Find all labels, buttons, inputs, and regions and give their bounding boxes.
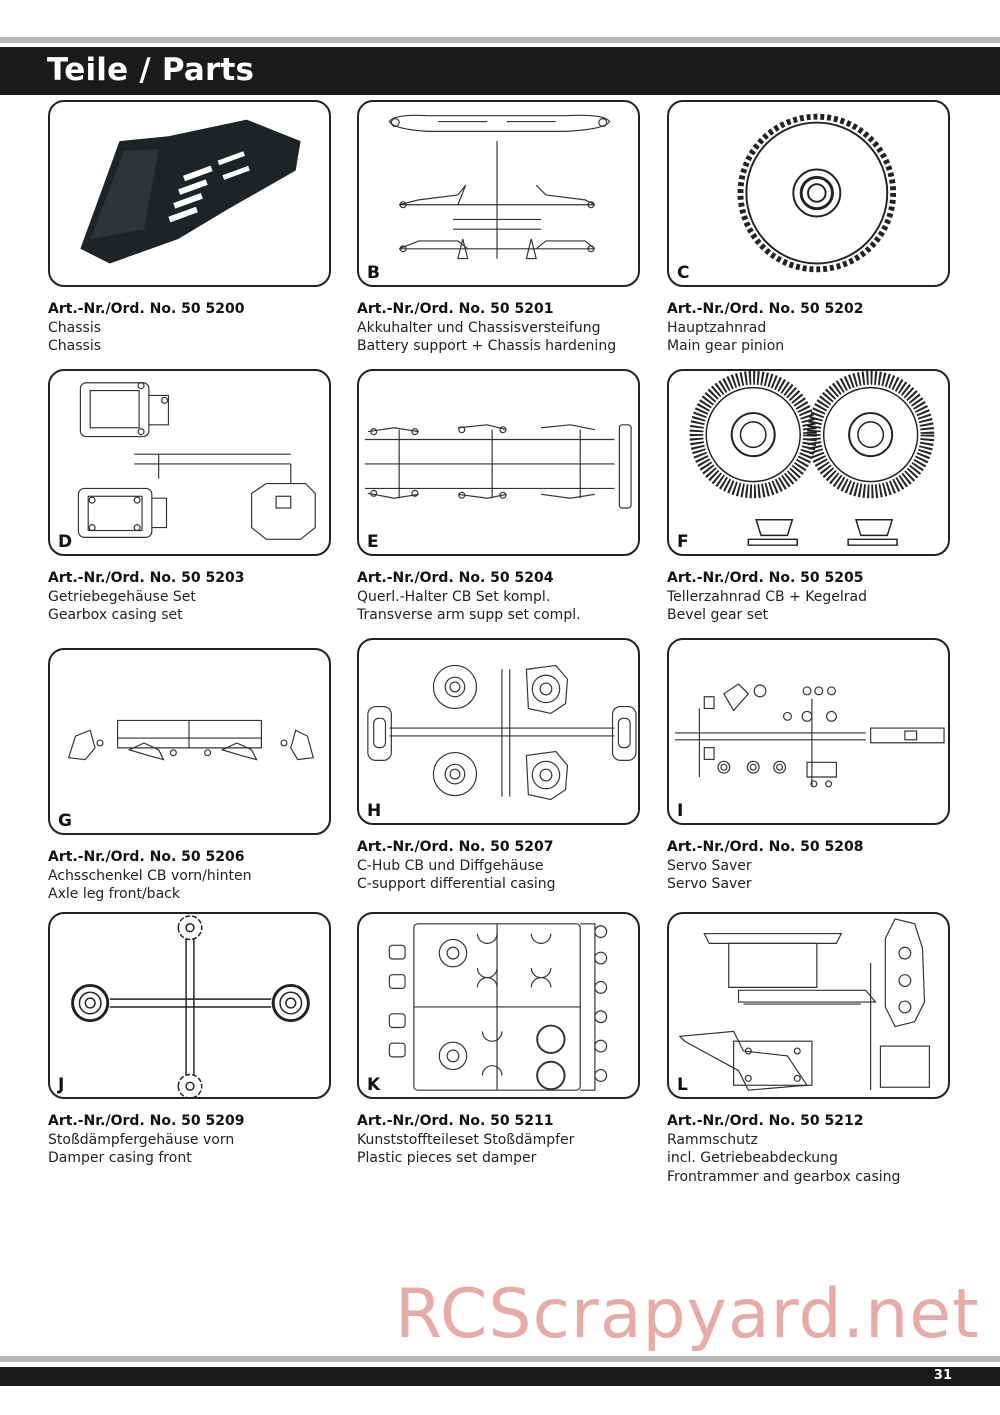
description-en: Damper casing front	[48, 1150, 192, 1166]
watermark: RCScrapyard.net	[395, 1275, 980, 1354]
part-letter: I	[677, 801, 684, 821]
description-en: incl. Getriebeabdeckung	[667, 1150, 838, 1166]
part-caption-frontrammer: Art.-Nr./Ord. No. 50 5212 Rammschutz inc…	[667, 1112, 957, 1186]
part-card-chassis[interactable]	[48, 100, 331, 287]
page-footer	[0, 1367, 1000, 1386]
order-number: Art.-Nr./Ord. No. 50 5203	[48, 570, 245, 586]
main-gear-drawing	[737, 113, 897, 273]
part-letter: L	[677, 1075, 688, 1095]
part-letter: G	[58, 811, 72, 831]
description-en: Servo Saver	[667, 876, 752, 892]
order-number: Art.-Nr./Ord. No. 50 5202	[667, 301, 864, 317]
part-caption-gearbox-casing: Art.-Nr./Ord. No. 50 5203 Getriebegehäus…	[48, 569, 338, 625]
description-de: Tellerzahnrad CB + Kegelrad	[667, 588, 867, 605]
description-de: Akkuhalter und Chassisversteifung	[357, 319, 601, 336]
description-en: Plastic pieces set damper	[357, 1150, 537, 1166]
part-caption-damper-casing: Art.-Nr./Ord. No. 50 5209 Stoßdämpfergeh…	[48, 1112, 338, 1168]
servo-saver-drawing	[674, 683, 945, 788]
part-card-battery-support[interactable]: B	[357, 100, 640, 287]
part-card-bevel-gear[interactable]: F	[667, 369, 950, 556]
part-letter: C	[677, 263, 690, 283]
part-caption-c-hub: Art.-Nr./Ord. No. 50 5207 C-Hub CB und D…	[357, 838, 647, 894]
order-number: Art.-Nr./Ord. No. 50 5200	[48, 301, 245, 317]
description-de: Servo Saver	[667, 857, 752, 874]
description-en: Main gear pinion	[667, 338, 785, 354]
part-letter: H	[367, 801, 382, 821]
description-en: Bevel gear set	[667, 607, 769, 623]
description-de: Querl.-Halter CB Set kompl.	[357, 588, 551, 605]
description-de: Chassis	[48, 319, 101, 336]
gearbox-casing-drawing	[77, 382, 316, 540]
order-number: Art.-Nr./Ord. No. 50 5209	[48, 1113, 245, 1129]
chassis-drawing	[80, 119, 301, 264]
part-caption-main-gear: Art.-Nr./Ord. No. 50 5202 Hauptzahnrad M…	[667, 300, 957, 356]
order-number: Art.-Nr./Ord. No. 50 5211	[357, 1113, 554, 1129]
part-card-c-hub[interactable]: H	[357, 638, 640, 825]
part-caption-battery-support: Art.-Nr./Ord. No. 50 5201 Akkuhalter und…	[357, 300, 647, 356]
description-de: Kunststoffteileset Stoßdämpfer	[357, 1131, 575, 1148]
description-de: Rammschutz	[667, 1131, 758, 1148]
part-caption-plastic-damper: Art.-Nr./Ord. No. 50 5211 Kunststoffteil…	[357, 1112, 647, 1168]
bevel-gear-drawing	[689, 371, 935, 546]
description-en: C-support differential casing	[357, 876, 556, 892]
top-rule	[0, 37, 1000, 43]
part-card-frontrammer[interactable]: L	[667, 912, 950, 1099]
damper-casing-drawing	[71, 915, 310, 1097]
part-card-gearbox-casing[interactable]: D	[48, 369, 331, 556]
page-title: Teile / Parts	[47, 52, 255, 88]
part-caption-chassis: Art.-Nr./Ord. No. 50 5200 Chassis Chassi…	[48, 300, 338, 356]
transverse-arm-drawing	[364, 424, 632, 509]
order-number: Art.-Nr./Ord. No. 50 5201	[357, 301, 554, 317]
description-de: Hauptzahnrad	[667, 319, 767, 336]
description-de: C-Hub CB und Diffgehäuse	[357, 857, 544, 874]
part-caption-transverse-arm: Art.-Nr./Ord. No. 50 5204 Querl.-Halter …	[357, 569, 647, 625]
part-card-main-gear[interactable]: C	[667, 100, 950, 287]
description-en: Transverse arm supp set compl.	[357, 607, 581, 623]
part-caption-bevel-gear: Art.-Nr./Ord. No. 50 5205 Tellerzahnrad …	[667, 569, 957, 625]
order-number: Art.-Nr./Ord. No. 50 5206	[48, 849, 245, 865]
description-en: Battery support + Chassis hardening	[357, 338, 617, 354]
frontrammer-drawing	[678, 918, 930, 1091]
part-letter: K	[367, 1075, 381, 1095]
description-de: Achsschenkel CB vorn/hinten	[48, 867, 252, 884]
description-de: Getriebegehäuse Set	[48, 588, 196, 605]
part-card-transverse-arm[interactable]: E	[357, 369, 640, 556]
order-number: Art.-Nr./Ord. No. 50 5204	[357, 570, 554, 586]
part-letter: F	[677, 532, 689, 552]
part-caption-axle-leg: Art.-Nr./Ord. No. 50 5206 Achsschenkel C…	[48, 848, 338, 904]
description-de: Stoßdämpfergehäuse vorn	[48, 1131, 235, 1148]
part-letter: B	[367, 263, 380, 283]
description-en: Axle leg front/back	[48, 886, 180, 902]
page-header: Teile / Parts	[0, 47, 1000, 95]
part-card-plastic-damper[interactable]: K	[357, 912, 640, 1099]
plastic-damper-drawing	[388, 923, 608, 1091]
order-number: Art.-Nr./Ord. No. 50 5208	[667, 839, 864, 855]
axle-leg-drawing	[67, 719, 315, 761]
c-hub-drawing	[367, 664, 637, 801]
bottom-rule	[0, 1356, 1000, 1362]
battery-support-drawing	[388, 114, 611, 260]
order-number: Art.-Nr./Ord. No. 50 5205	[667, 570, 864, 586]
part-caption-servo-saver: Art.-Nr./Ord. No. 50 5208 Servo Saver Se…	[667, 838, 957, 894]
part-letter: D	[58, 532, 73, 552]
description-en: Chassis	[48, 338, 101, 354]
part-card-damper-casing[interactable]: J	[48, 912, 331, 1099]
description-extra: Frontrammer and gearbox casing	[667, 1168, 901, 1185]
page-number: 31	[933, 1368, 952, 1383]
description-en: Gearbox casing set	[48, 607, 183, 623]
part-letter: J	[58, 1075, 65, 1095]
order-number: Art.-Nr./Ord. No. 50 5207	[357, 839, 554, 855]
part-letter: E	[367, 532, 379, 552]
order-number: Art.-Nr./Ord. No. 50 5212	[667, 1113, 864, 1129]
part-card-axle-leg[interactable]: G	[48, 648, 331, 835]
part-card-servo-saver[interactable]: I	[667, 638, 950, 825]
